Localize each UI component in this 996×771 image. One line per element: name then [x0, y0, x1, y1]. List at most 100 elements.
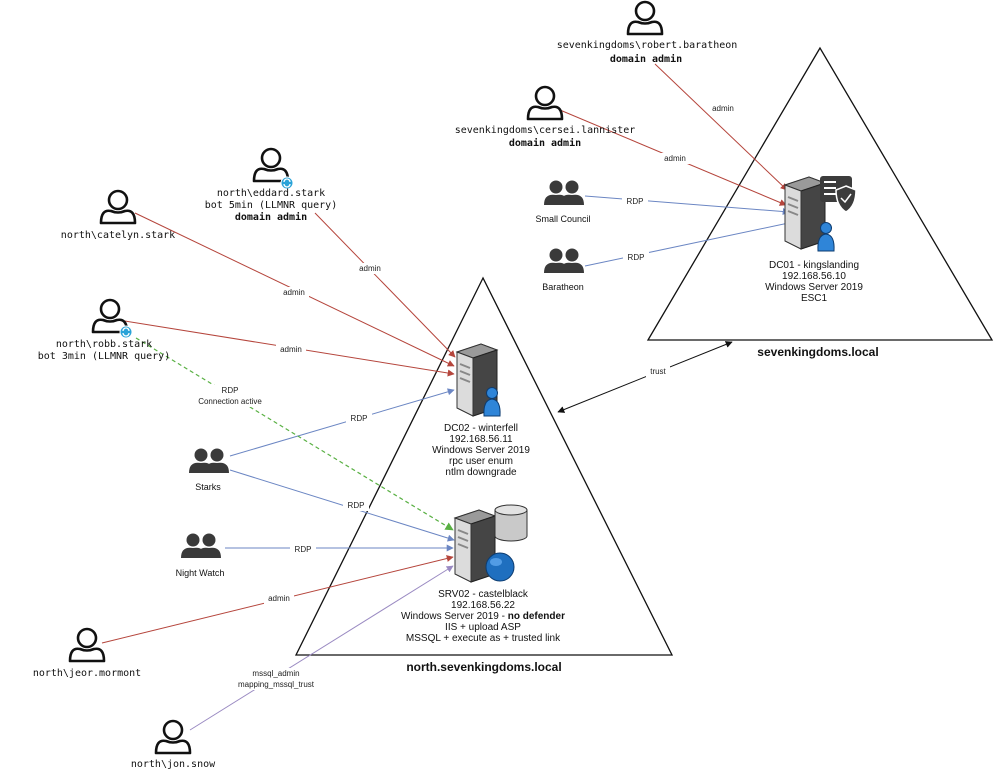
group-name: Starks — [195, 482, 221, 492]
svg-text:RDP: RDP — [351, 414, 368, 423]
user-robb-stark[interactable]: north\robb.stark bot 3min (LLMNR query) — [38, 298, 170, 362]
user-icon — [526, 85, 564, 121]
svg-text:RDP: RDP — [628, 253, 645, 262]
svg-text:RDP: RDP — [348, 501, 365, 510]
user-role: domain admin — [509, 137, 581, 149]
server-ip: 192.168.56.10 — [782, 271, 846, 282]
edge-smallcouncil-rdp-dc01 — [584, 195, 790, 215]
server-label: DC02 - winterfell — [444, 423, 518, 434]
sevenkingdoms-domain-boundary — [646, 46, 994, 341]
domain-label-north: north.sevenkingdoms.local — [406, 660, 561, 674]
user-robert-baratheon[interactable]: sevenkingdoms\robert.baratheon domain ad… — [557, 0, 738, 65]
edge-label-jeor-admin: admin — [264, 593, 294, 604]
group-small-council[interactable]: Small Council — [535, 180, 591, 225]
edge-robert-admin-dc01 — [654, 63, 788, 191]
edge-starks-rdp-srv02 — [229, 469, 455, 542]
user-name: north\robb.stark — [56, 339, 152, 350]
edge-jon-mssql-srv02 — [189, 565, 454, 731]
user-icon — [626, 0, 664, 36]
database-icon — [494, 504, 528, 542]
user-name: sevenkingdoms\cersei.lannister — [455, 125, 636, 136]
server-dc02[interactable]: DC02 - winterfell 192.168.56.11 Windows … — [432, 343, 530, 478]
edge-label-smallcouncil-rdp: RDP — [622, 196, 648, 207]
server-vuln: IIS + upload ASP — [445, 622, 521, 633]
server-label: DC01 - kingslanding — [769, 260, 859, 271]
server-os: Windows Server 2019 — [432, 445, 530, 456]
blue-user-icon — [483, 387, 501, 417]
svg-text:RDP: RDP — [295, 545, 312, 554]
server-srv02[interactable]: SRV02 - castelblack 192.168.56.22 Window… — [401, 504, 565, 644]
blue-user-icon — [817, 222, 835, 252]
svg-text:trust: trust — [650, 367, 666, 376]
edge-trust — [557, 341, 733, 413]
group-name: Baratheon — [542, 282, 584, 292]
svg-text:mssql_admin: mssql_admin — [252, 669, 299, 678]
server-os: Windows Server 2019 - no defender — [401, 611, 565, 622]
group-name: Night Watch — [176, 568, 225, 578]
server-vuln: ntlm downgrade — [445, 467, 517, 478]
user-icon — [68, 627, 106, 663]
svg-text:admin: admin — [359, 264, 381, 273]
server-ip: 192.168.56.22 — [451, 600, 515, 611]
server-dc01[interactable]: DC01 - kingslanding 192.168.56.10 Window… — [765, 176, 863, 304]
shield-badge-icon — [820, 176, 857, 213]
user-name: north\eddard.stark — [217, 188, 325, 199]
user-icon — [252, 147, 290, 183]
user-role: domain admin — [610, 53, 682, 65]
user-jeor-mormont[interactable]: north\jeor.mormont — [33, 627, 141, 679]
server-ip: 192.168.56.11 — [449, 434, 513, 445]
svg-text:mapping_mssql_trust: mapping_mssql_trust — [238, 680, 315, 689]
server-label: SRV02 - castelblack — [438, 589, 529, 600]
user-name: sevenkingdoms\robert.baratheon — [557, 40, 738, 51]
edge-label-robert-admin: admin — [708, 103, 738, 114]
domain-controller-icon — [784, 176, 826, 250]
svg-text:admin: admin — [712, 104, 734, 113]
user-name: north\jon.snow — [131, 759, 216, 770]
server-vuln: MSSQL + execute as + trusted link — [406, 633, 561, 644]
edge-label-nightwatch-rdp: RDP — [290, 544, 316, 555]
sync-badge-icon — [119, 325, 133, 339]
user-eddard-stark[interactable]: north\eddard.stark bot 5min (LLMNR query… — [205, 147, 337, 223]
edge-label-starks-rdp-dc02: RDP — [346, 413, 372, 424]
globe-icon — [485, 552, 515, 582]
edge-robb-rdp-connection-srv02 — [135, 337, 454, 531]
user-icon — [99, 189, 137, 225]
edge-label-baratheon-rdp: RDP — [623, 252, 649, 263]
group-baratheon[interactable]: Baratheon — [542, 248, 584, 293]
server-vuln: ESC1 — [801, 293, 828, 304]
user-jon-snow[interactable]: north\jon.snow — [131, 719, 216, 770]
server-no-defender: no defender — [508, 611, 565, 622]
edge-label-robb-rdp-connection: RDP Connection active — [194, 385, 268, 407]
svg-text:RDP: RDP — [627, 197, 644, 206]
edge-label-eddard-admin: admin — [355, 263, 385, 274]
group-night-watch[interactable]: Night Watch — [176, 533, 225, 579]
edge-eddard-admin-dc02 — [314, 212, 456, 358]
user-name: north\catelyn.stark — [61, 230, 175, 241]
edge-label-starks-rdp-srv02: RDP — [343, 500, 369, 511]
svg-text:RDP: RDP — [222, 386, 239, 395]
server-vuln: rpc user enum — [449, 456, 513, 467]
svg-text:Connection active: Connection active — [198, 397, 262, 406]
svg-text:admin: admin — [664, 154, 686, 163]
user-cersei-lannister[interactable]: sevenkingdoms\cersei.lannister domain ad… — [455, 85, 636, 149]
server-os-text: Windows Server 2019 - — [401, 611, 508, 622]
edge-label-cersei-admin: admin — [660, 153, 690, 164]
user-catelyn-stark[interactable]: north\catelyn.stark — [61, 189, 175, 241]
group-icon — [544, 248, 584, 273]
user-role: domain admin — [235, 211, 307, 223]
user-note: bot 5min (LLMNR query) — [205, 200, 337, 211]
user-name: north\jeor.mormont — [33, 668, 141, 679]
svg-text:admin: admin — [280, 345, 302, 354]
edge-label-robb-admin: admin — [276, 344, 306, 355]
edge-label-trust: trust — [646, 366, 670, 377]
edge-label-catelyn-admin: admin — [279, 287, 309, 298]
svg-text:admin: admin — [268, 594, 290, 603]
group-starks[interactable]: Starks — [189, 448, 229, 493]
group-icon — [189, 448, 229, 473]
server-os: Windows Server 2019 — [765, 282, 863, 293]
group-icon — [544, 180, 584, 205]
group-icon — [181, 533, 221, 558]
user-note: bot 3min (LLMNR query) — [38, 351, 170, 362]
north-domain-boundary — [294, 276, 674, 656]
